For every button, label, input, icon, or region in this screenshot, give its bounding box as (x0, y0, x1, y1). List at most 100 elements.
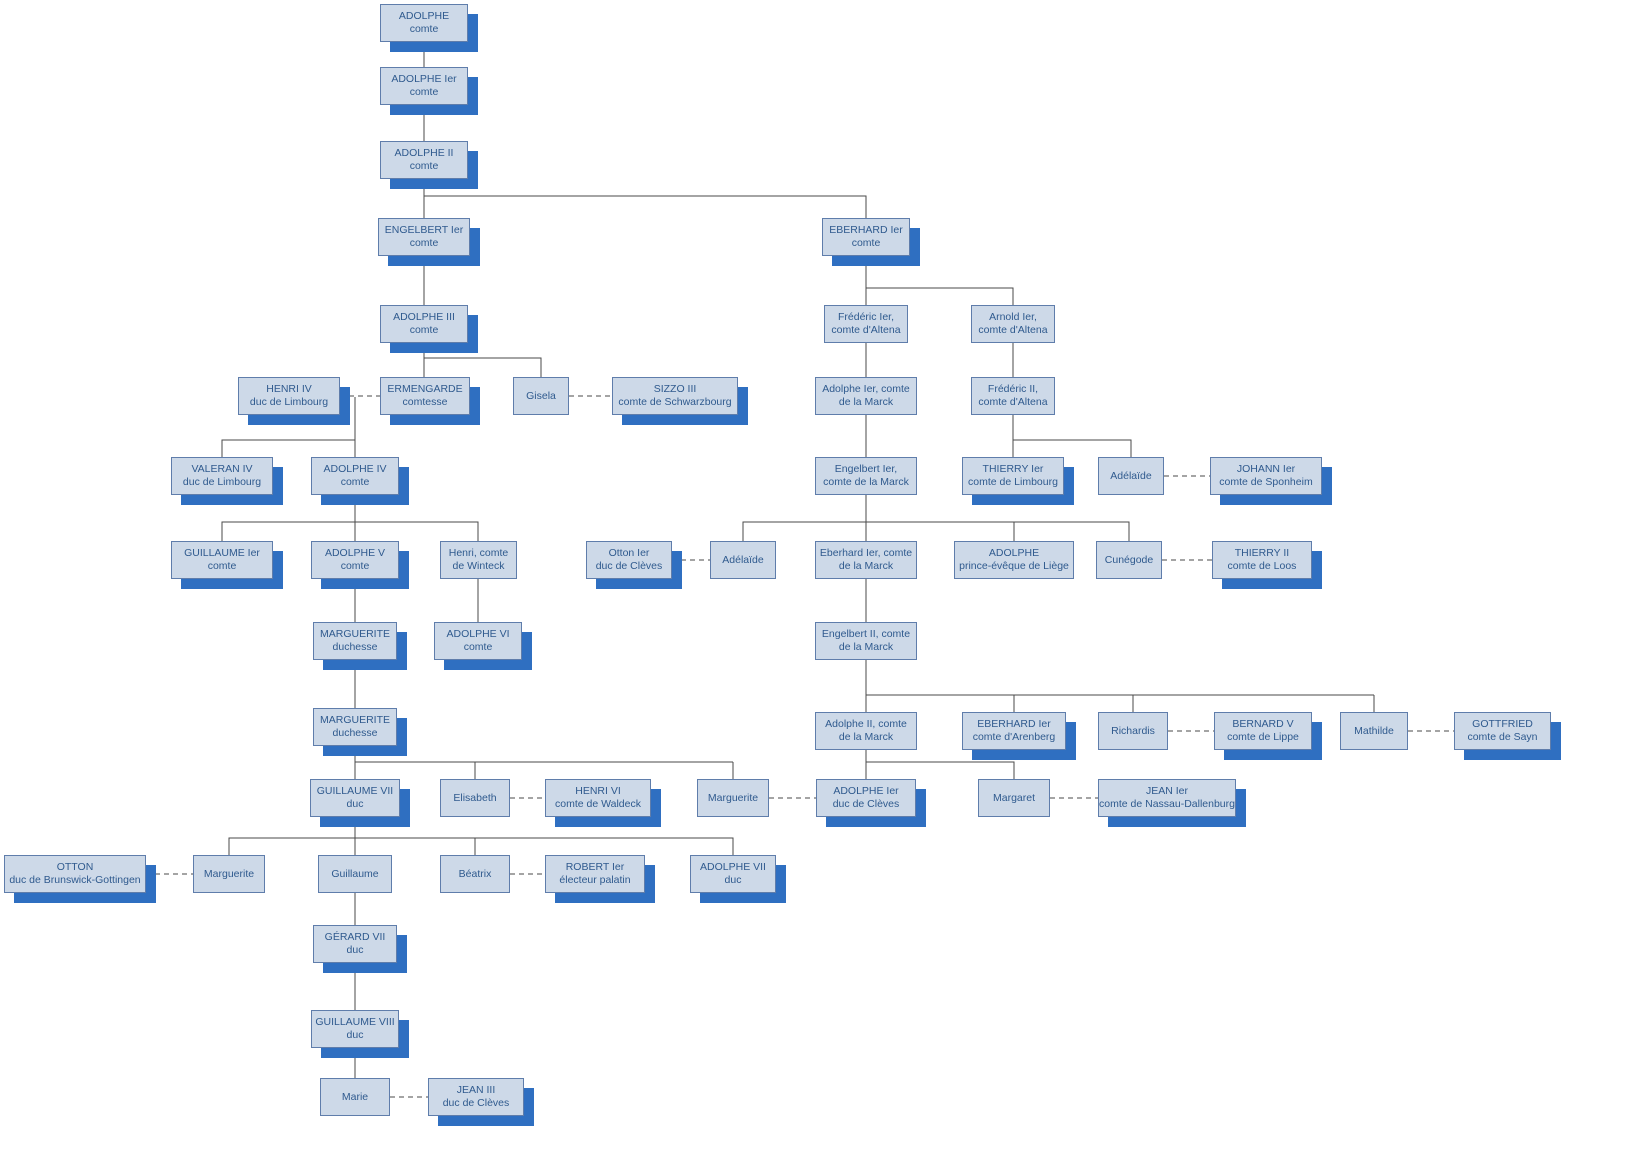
person-title: comte (409, 160, 439, 172)
person-name: BERNARD V (1232, 718, 1294, 730)
person-name: Adélaïde (1110, 469, 1152, 482)
person-name: ADOLPHE III (393, 311, 455, 323)
person-name: Elisabeth (453, 791, 497, 804)
person-title: de la Marck (838, 396, 894, 408)
person-title: duc (346, 944, 364, 956)
person-title: duc de Limbourg (249, 396, 329, 408)
person-name: ADOLPHE (398, 10, 450, 22)
person-name: THIERRY Ier (982, 463, 1044, 475)
node-adelaide-2: Adélaïde (710, 541, 776, 579)
node-marguerite-fille: Marguerite (193, 855, 265, 893)
node-guillaume: Guillaume (318, 855, 392, 893)
person-name: Mathilde (1354, 724, 1394, 737)
node-richardis: Richardis (1098, 712, 1168, 750)
person-title: duc de Limbourg (182, 476, 262, 488)
marriage-lines (146, 395, 1454, 1098)
person-name: GÉRARD VII (324, 931, 386, 943)
person-name: Henri, comte (448, 547, 509, 559)
person-name: SIZZO III (653, 383, 697, 395)
person-name: ENGELBERT Ier (384, 224, 464, 236)
person-name: GOTTFRIED (1472, 718, 1533, 730)
person-title: prince-évêque de Liège (959, 560, 1069, 572)
person-name: MARGUERITE (319, 714, 390, 726)
person-name: Marguerite (707, 791, 759, 804)
person-name: HENRI IV (266, 383, 312, 395)
node-frederic-ii-altena: Frédéric II,comte d'Altena (971, 377, 1055, 415)
person-name: Richardis (1111, 724, 1155, 737)
person-name: GUILLAUME VIII (315, 1016, 395, 1028)
person-title: comte de Waldeck (555, 798, 641, 810)
person-title: comte d'Altena (831, 324, 901, 336)
person-title: comte (409, 23, 439, 35)
node-gisela: Gisela (513, 377, 569, 415)
person-title: de la Marck (838, 641, 894, 653)
person-name: ADOLPHE Ier (833, 785, 899, 797)
person-title: comte d'Altena (978, 396, 1048, 408)
person-title: comte (340, 560, 370, 572)
person-title: de Winteck (452, 560, 505, 572)
person-title: comtesse (402, 396, 448, 408)
node-beatrix: Béatrix (440, 855, 510, 893)
person-title: duc de Brunswick-Gottingen (9, 874, 141, 886)
node-margaret: Margaret (978, 779, 1050, 817)
person-name: Guillaume (331, 867, 379, 880)
person-name: ADOLPHE IV (323, 463, 387, 475)
person-title: comte (207, 560, 237, 572)
person-name: GUILLAUME VII (316, 785, 394, 797)
person-name: Arnold Ier, (989, 311, 1037, 323)
person-name: ERMENGARDE (387, 383, 463, 395)
person-name: ADOLPHE V (324, 547, 386, 559)
person-title: comte de Schwarzbourg (618, 396, 732, 408)
person-name: EBERHARD Ier (829, 224, 903, 236)
person-title: duc (346, 798, 364, 810)
person-name: ADOLPHE II (394, 147, 454, 159)
person-title: comte (340, 476, 370, 488)
person-name: Otton Ier (608, 547, 650, 559)
person-name: JEAN Ier (1145, 785, 1188, 797)
person-name: Béatrix (458, 867, 492, 880)
person-name: Cunégode (1104, 553, 1154, 566)
person-title: comte d'Altena (978, 324, 1048, 336)
person-name: VALERAN IV (191, 463, 253, 475)
person-name: Frédéric Ier, (837, 311, 895, 323)
person-title: comte de Lippe (1227, 731, 1299, 743)
person-title: duchesse (332, 727, 378, 739)
person-name: EBERHARD Ier (977, 718, 1051, 730)
node-mathilde: Mathilde (1340, 712, 1408, 750)
node-engelbert-ier-marck: Engelbert Ier,comte de la Marck (815, 457, 917, 495)
person-title: duc de Clèves (832, 798, 900, 810)
person-name: GUILLAUME Ier (184, 547, 260, 559)
person-title: comte de Sayn (1467, 731, 1538, 743)
person-name: Gisela (526, 389, 556, 402)
person-title: comte de Sponheim (1219, 476, 1313, 488)
person-name: ADOLPHE Ier (391, 73, 457, 85)
